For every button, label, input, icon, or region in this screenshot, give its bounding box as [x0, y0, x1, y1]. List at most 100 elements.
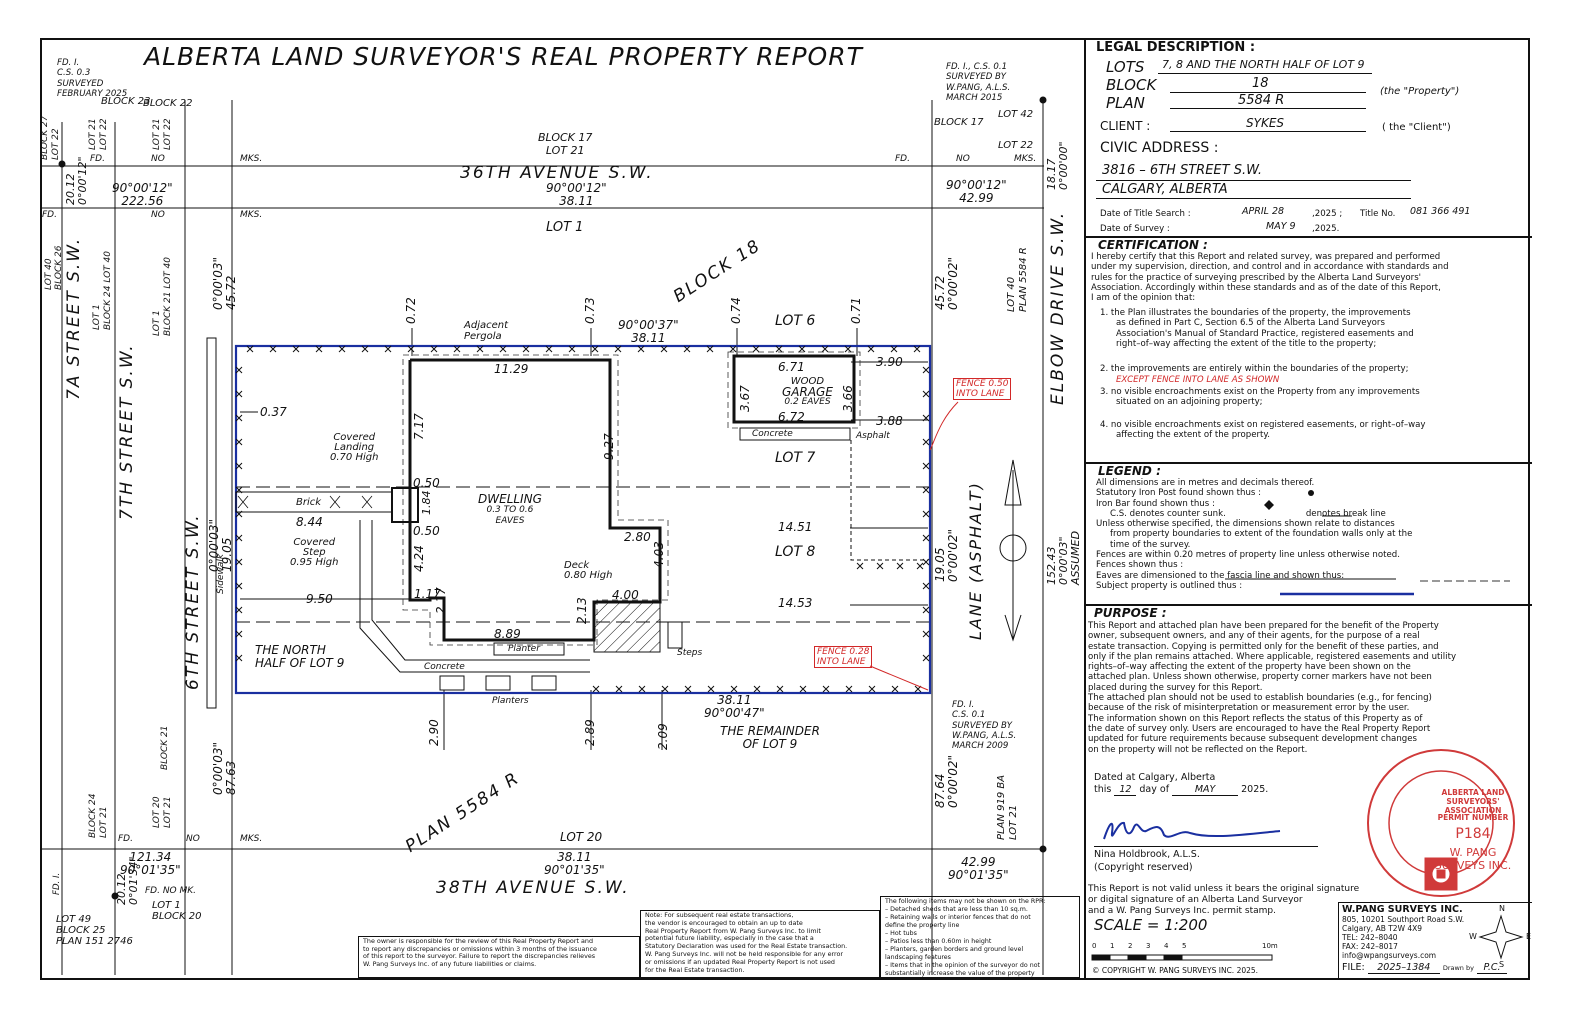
fence-mark — [798, 345, 806, 353]
certification-item1: 1. the Plan illustrates the boundaries o… — [1100, 308, 1414, 349]
fence-mark — [235, 558, 243, 566]
lot1: LOT 1 — [546, 220, 584, 235]
copyright-line: © COPYRIGHT W. PANG SURVEYS INC. 2025. — [1092, 966, 1259, 975]
fence-mark — [922, 630, 930, 638]
fence-mark — [922, 606, 930, 614]
fence-mark — [856, 562, 864, 570]
lane-label: LANE (ASPHALT) — [966, 481, 985, 640]
dim-36-mid: 90°00'12"38.11 — [546, 181, 607, 208]
offset-brick: 8.44 — [296, 515, 323, 529]
fence-mark — [776, 685, 784, 693]
lots-label: LOTS — [1106, 58, 1145, 76]
no-ne: NO — [956, 154, 970, 164]
dwelling-step-a: 1.17 — [414, 587, 441, 601]
fence-mark — [822, 685, 830, 693]
offset-s1: 2.90 — [427, 719, 441, 746]
fence-mark — [922, 462, 930, 470]
street-7th: 7TH STREET S.W. — [117, 343, 137, 520]
brick-label: Brick — [296, 497, 322, 508]
block22: BLOCK 22 — [143, 98, 193, 109]
file-line: FILE: 2025–1384 Drawn by P.C. — [1342, 962, 1507, 974]
dwelling-right-lower: 4.03 — [652, 541, 666, 568]
survey-date-value: MAY 9 — [1266, 221, 1296, 232]
dwelling-eaves — [402, 354, 669, 646]
certification-exception: EXCEPT FENCE INTO LANE AS SHOWN — [1116, 375, 1280, 385]
compass-n: N — [1499, 904, 1505, 913]
plan-value: 5584 R — [1238, 93, 1285, 108]
title-search-label: Date of Title Search : — [1100, 209, 1191, 219]
survey-note-sw: FD. I. — [52, 872, 62, 895]
fence-mark — [407, 345, 415, 353]
fence-mark — [913, 345, 921, 353]
signer-name: Nina Holdbrook, A.L.S. — [1094, 849, 1200, 860]
landing-a: 0.50 — [413, 476, 440, 490]
lot8: LOT 8 — [775, 544, 816, 560]
scale-ticks: 0 1 2 3 4 5 10m — [1092, 942, 1278, 950]
fd-no-mk: FD. NO MK. — [145, 886, 197, 896]
legend-text: All dimensions are in metres and decimal… — [1096, 478, 1413, 591]
compass-e: E — [1526, 932, 1532, 941]
transaction-note: Note: For subsequent real estate transac… — [640, 910, 880, 978]
purpose-heading: PURPOSE : — [1094, 606, 1167, 620]
dwelling-right-upper: 9.27 — [602, 433, 616, 460]
offset-n4: 0.71 — [849, 297, 863, 324]
certification-item3: 3. no visible encroachments exist on the… — [1100, 387, 1420, 408]
deck-height: 2.13 — [575, 597, 589, 624]
lot7: LOT 7 — [775, 450, 816, 466]
covered-landing — [391, 487, 419, 523]
certification-heading: CERTIFICATION : — [1098, 238, 1208, 252]
fence-mark — [799, 685, 807, 693]
dim-36-right: 90°00'12"42.99 — [946, 178, 1007, 205]
concrete-walk-outer — [359, 520, 590, 673]
offset-lot7-east: 14.51 — [778, 520, 813, 534]
fence-mark — [661, 685, 669, 693]
fence-mark — [896, 562, 904, 570]
copyright-reserved: (Copyright reserved) — [1094, 862, 1193, 873]
title-block: LEGAL DESCRIPTION : LOTS 7, 8 AND THE NO… — [1084, 38, 1532, 980]
fence-mark — [246, 345, 254, 353]
fence-mark — [614, 345, 622, 353]
fd-nw2: FD. — [90, 154, 105, 164]
steps — [667, 621, 683, 649]
offset-s3: 2.09 — [656, 723, 670, 750]
client-label: CLIENT : — [1100, 119, 1151, 133]
fence-mark — [660, 345, 668, 353]
offset-n1: 0.72 — [404, 297, 418, 324]
company-name: W.PANG SURVEYS INC. — [1342, 904, 1463, 915]
fence-mark — [269, 345, 277, 353]
fence-mark — [922, 390, 930, 398]
fence-mark — [235, 582, 243, 590]
street-6th: 6TH STREET S.W. — [183, 513, 203, 690]
mks-sw: MKS. — [240, 834, 263, 844]
sidewalk-label: Sidewalk — [216, 553, 226, 594]
fence-mark — [592, 685, 600, 693]
offset-s2: 2.89 — [583, 719, 597, 746]
garage-east-bottom: 3.88 — [876, 414, 903, 428]
compass-s: S — [1499, 960, 1505, 969]
mks-nw: MKS. — [240, 154, 263, 164]
block-label: BLOCK — [1106, 76, 1157, 94]
concrete-walk-inner — [371, 520, 590, 661]
fence-mark — [315, 345, 323, 353]
fence-mark — [752, 345, 760, 353]
